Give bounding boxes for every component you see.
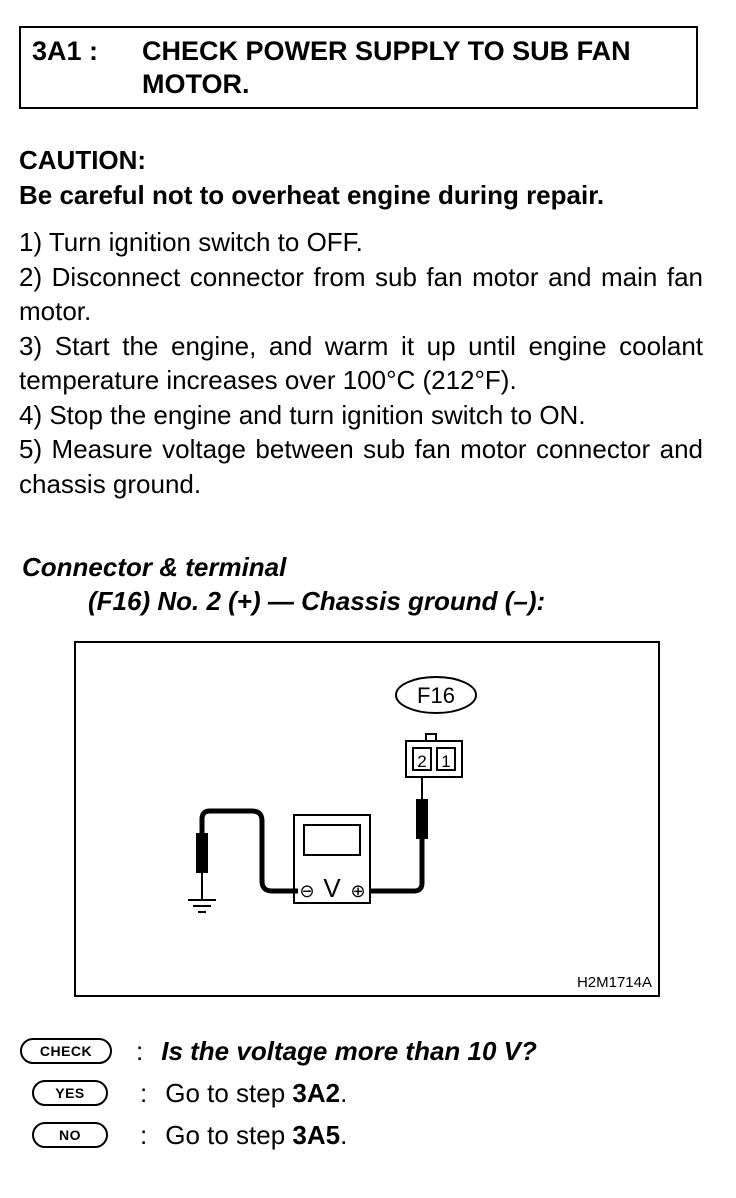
pin-1-label: 1 [441,752,450,771]
no-step: 3A5 [292,1119,341,1150]
positive-probe [416,799,428,839]
no-prefix: Go to step [165,1119,293,1150]
yes-suffix: . [340,1077,348,1108]
positive-lead-wire [366,839,425,894]
figure-code: H2M1714A [576,974,652,991]
procedure-step-5: 5) Measure voltage between sub fan motor… [19,434,703,499]
negative-lead-wire [199,808,298,894]
connector-housing [405,740,463,778]
connector-label: Connector & terminal [22,552,287,582]
connector-pin-2 [412,747,432,771]
procedure-step-4: 4) Stop the engine and turn ignition swi… [19,399,586,430]
connector-latch [425,733,437,742]
negative-probe [196,833,208,873]
caution-label: CAUTION: [19,145,147,175]
check-question: Is the voltage more than 10 V? [161,1035,537,1066]
no-row: NO : Go to step 3A5. [20,1117,347,1153]
voltmeter-symbol: V [323,873,341,903]
voltmeter-display [303,824,361,856]
voltmeter-body [293,814,371,904]
no-suffix: . [340,1119,348,1150]
procedure-step-1: 1) Turn ignition switch to OFF. [19,227,363,257]
wiring-diagram-svg: F16 2 1 V ⊖ ⊕ [188,676,477,913]
step-title: CHECK POWER SUPPLY TO SUB FAN MOTOR. [142,36,631,99]
yes-row: YES : Go to step 3A2. [20,1075,347,1111]
yes-badge: YES [32,1080,108,1106]
caution-text: Be careful not to overheat engine during… [19,180,605,210]
procedure-list: 1) Turn ignition switch to OFF. 2) Disco… [19,225,703,501]
plus-terminal-symbol: ⊕ [350,881,365,902]
step-id: 3A1 : [32,36,99,66]
connector-detail: (F16) No. 2 (+) — Chassis ground (–): [88,586,546,616]
procedure-step-3: 3) Start the engine, and warm it up unti… [19,330,703,396]
connector-pin-1 [436,747,456,771]
wiring-diagram: F16 2 1 V ⊖ ⊕ H2M1714A [74,641,660,997]
procedure-step-2: 2) Disconnect connector from sub fan mot… [19,261,703,327]
connector-label-oval [395,676,477,714]
check-row: CHECK : Is the voltage more than 10 V? [20,1033,537,1069]
check-colon: : [136,1035,144,1066]
yes-colon: : [140,1077,148,1108]
minus-terminal-symbol: ⊖ [299,881,314,902]
no-colon: : [140,1119,148,1150]
no-badge: NO [32,1122,108,1148]
check-badge: CHECK [20,1038,112,1064]
step-header: 3A1 : CHECK POWER SUPPLY TO SUB FAN MOTO… [19,26,698,109]
yes-step: 3A2 [292,1077,341,1108]
pin-2-label: 2 [417,752,426,771]
connector-id-text: F16 [417,683,455,708]
yes-prefix: Go to step [165,1077,293,1108]
